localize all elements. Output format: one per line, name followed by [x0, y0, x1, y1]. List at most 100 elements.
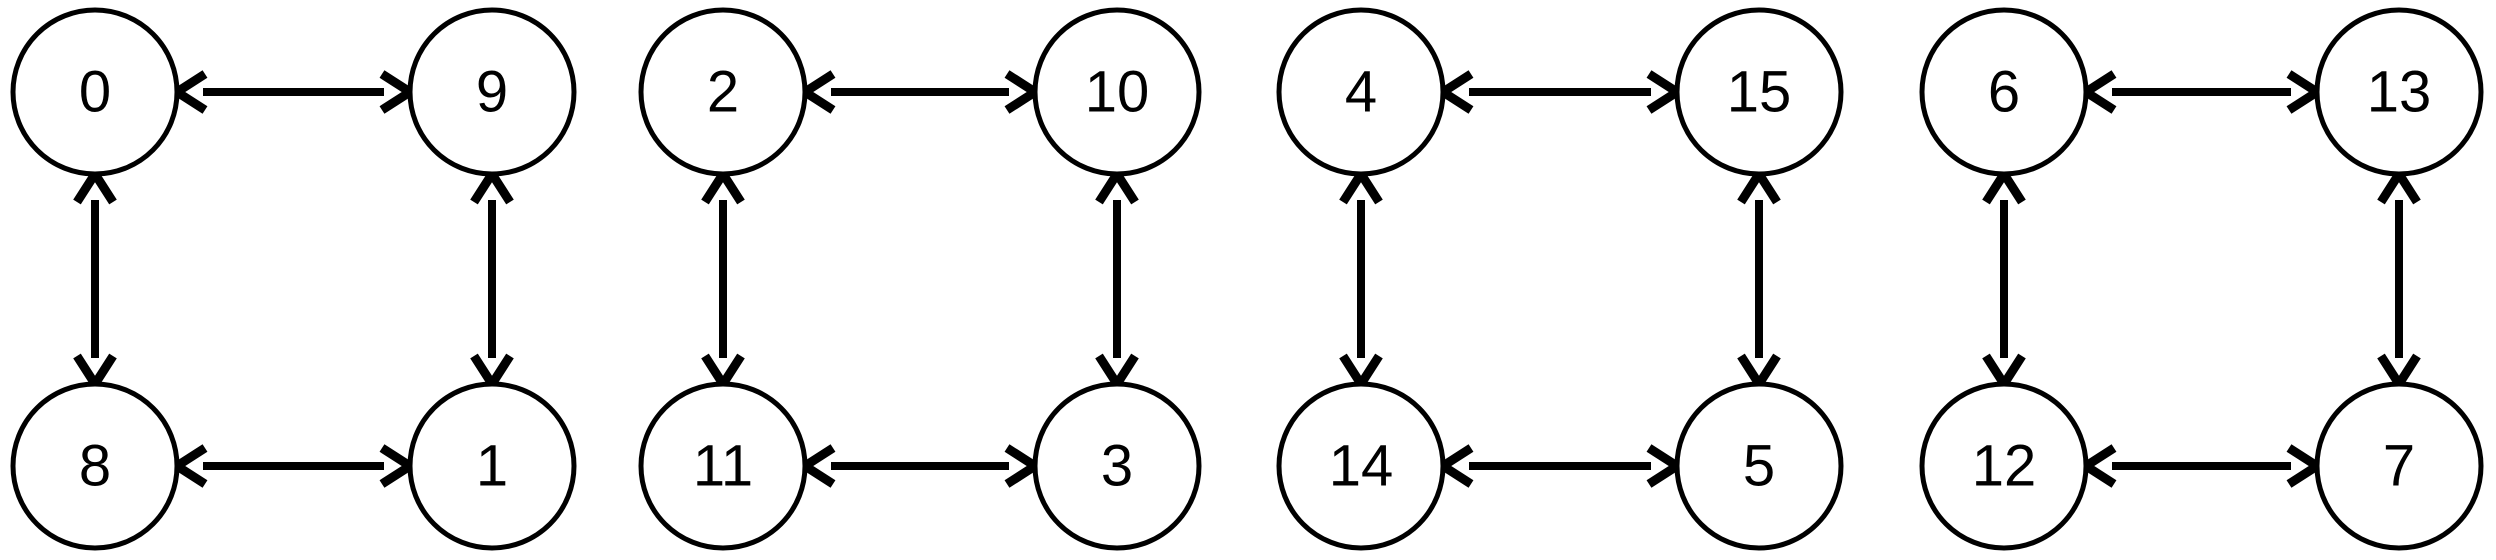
square-group-3: 4 15 14 5 [1276, 7, 1844, 551]
arrowhead-end-icon [1095, 353, 1139, 393]
arrowhead-end-icon [379, 444, 419, 488]
node-circle [638, 381, 808, 551]
node-3: 3 [1032, 381, 1202, 551]
edge-0-8 [73, 165, 117, 393]
node-8: 8 [10, 381, 180, 551]
node-label: 12 [1972, 434, 2037, 499]
edge-13-7 [2377, 165, 2421, 393]
arrowhead-start-icon [1982, 165, 2026, 205]
node-circle [1276, 7, 1446, 177]
node-circle [10, 7, 180, 177]
arrowhead-end-icon [1646, 70, 1686, 114]
edge-15-5 [1737, 165, 1781, 393]
node-circle [1919, 381, 2089, 551]
edge-14-5 [1434, 444, 1686, 488]
arrowhead-start-icon [2077, 444, 2117, 488]
node-14: 14 [1276, 381, 1446, 551]
arrowhead-end-icon [2286, 70, 2326, 114]
node-label: 1 [476, 434, 508, 499]
edge-2-10 [796, 70, 1044, 114]
arrowhead-start-icon [1434, 70, 1474, 114]
node-label: 8 [79, 434, 111, 499]
arrowhead-end-icon [1004, 444, 1044, 488]
edge-9-1 [470, 165, 514, 393]
node-6: 6 [1919, 7, 2089, 177]
node-15: 15 [1674, 7, 1844, 177]
arrowhead-start-icon [701, 165, 745, 205]
node-circle [2314, 7, 2484, 177]
arrowhead-start-icon [1339, 165, 1383, 205]
arrowhead-end-icon [1982, 353, 2026, 393]
arrowhead-end-icon [470, 353, 514, 393]
node-label: 11 [693, 434, 753, 499]
node-label: 4 [1345, 60, 1377, 125]
arrowhead-start-icon [796, 444, 836, 488]
node-circle [1674, 381, 1844, 551]
arrowhead-start-icon [168, 70, 208, 114]
node-circle [1674, 7, 1844, 177]
arrowhead-end-icon [701, 353, 745, 393]
node-circle [1919, 7, 2089, 177]
node-4: 4 [1276, 7, 1446, 177]
node-label: 2 [707, 60, 739, 125]
arrowhead-end-icon [1004, 70, 1044, 114]
node-12: 12 [1919, 381, 2089, 551]
arrowhead-start-icon [470, 165, 514, 205]
arrowhead-start-icon [1737, 165, 1781, 205]
arrowhead-start-icon [2377, 165, 2421, 205]
node-label: 9 [476, 60, 508, 125]
node-9: 9 [407, 7, 577, 177]
arrowhead-start-icon [2077, 70, 2117, 114]
edge-6-12 [1982, 165, 2026, 393]
arrowhead-start-icon [796, 70, 836, 114]
node-circle [638, 7, 808, 177]
node-label: 6 [1988, 60, 2020, 125]
edge-4-14 [1339, 165, 1383, 393]
square-group-2: 2 10 11 3 [638, 7, 1202, 551]
edge-0-9 [168, 70, 419, 114]
node-label: 5 [1743, 434, 1775, 499]
arrowhead-end-icon [1737, 353, 1781, 393]
node-label: 10 [1085, 60, 1150, 125]
node-circle [1276, 381, 1446, 551]
node-0: 0 [10, 7, 180, 177]
edge-11-3 [796, 444, 1044, 488]
node-circle [2314, 381, 2484, 551]
node-2: 2 [638, 7, 808, 177]
node-circle [1032, 7, 1202, 177]
node-circle [407, 7, 577, 177]
edge-8-1 [168, 444, 419, 488]
node-13: 13 [2314, 7, 2484, 177]
node-circle [10, 381, 180, 551]
node-1: 1 [407, 381, 577, 551]
arrowhead-end-icon [379, 70, 419, 114]
edge-6-13 [2077, 70, 2326, 114]
edge-10-3 [1095, 165, 1139, 393]
arrowhead-start-icon [168, 444, 208, 488]
node-label: 7 [2383, 434, 2415, 499]
node-10: 10 [1032, 7, 1202, 177]
arrowhead-end-icon [2286, 444, 2326, 488]
edge-12-7 [2077, 444, 2326, 488]
arrowhead-start-icon [1434, 444, 1474, 488]
arrowhead-end-icon [73, 353, 117, 393]
node-7: 7 [2314, 381, 2484, 551]
arrowhead-end-icon [2377, 353, 2421, 393]
arrowhead-start-icon [1095, 165, 1139, 205]
node-11: 11 [638, 381, 808, 551]
edge-2-11 [701, 165, 745, 393]
edge-4-15 [1434, 70, 1686, 114]
node-5: 5 [1674, 381, 1844, 551]
node-label: 3 [1101, 434, 1133, 499]
arrowhead-end-icon [1646, 444, 1686, 488]
node-label: 15 [1727, 60, 1792, 125]
node-label: 13 [2367, 60, 2432, 125]
square-group-1: 0 9 8 1 [10, 7, 577, 551]
arrowhead-start-icon [73, 165, 117, 205]
node-circle [1032, 381, 1202, 551]
node-label: 0 [79, 60, 111, 125]
node-circle [407, 381, 577, 551]
square-group-4: 6 13 12 7 [1919, 7, 2484, 551]
